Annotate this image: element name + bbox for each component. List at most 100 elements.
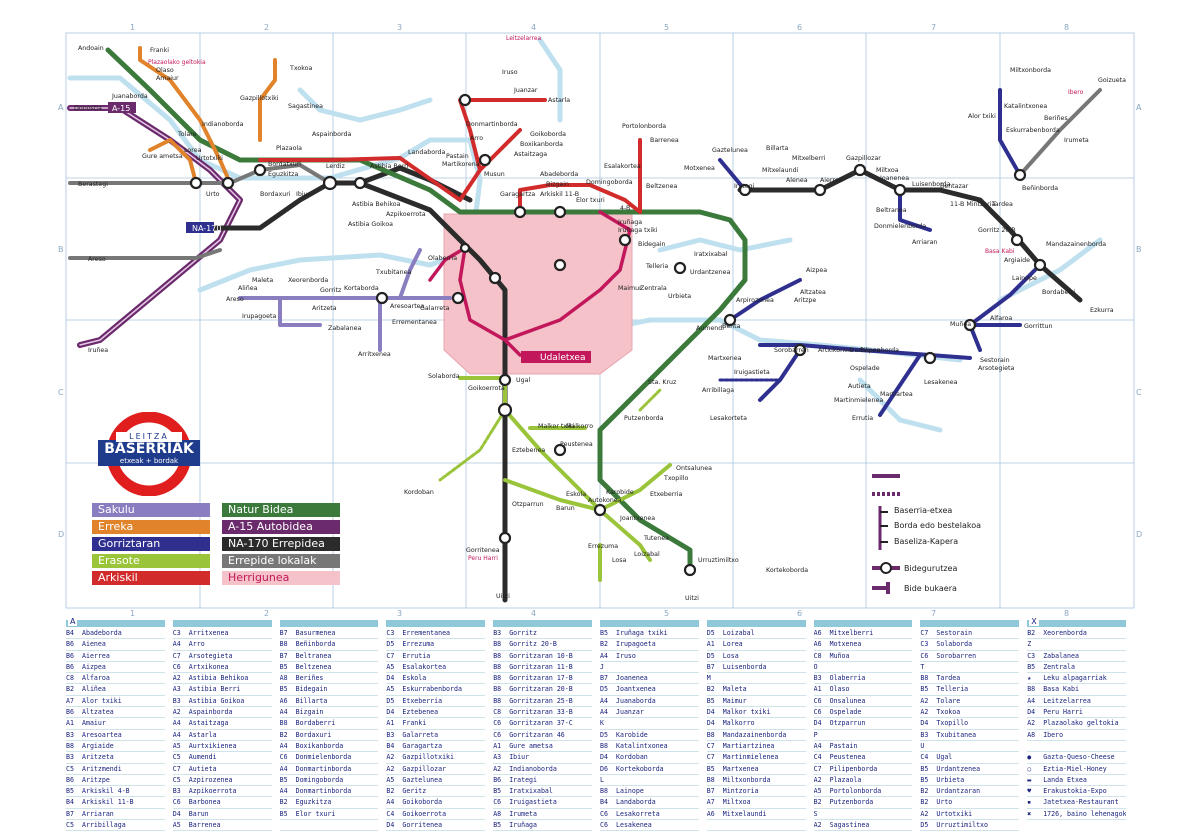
place-name: Onsalunea: [829, 696, 866, 705]
place-name: Gorritzaran 17-B: [509, 674, 573, 683]
svg-text:Martikorena: Martikorena: [442, 161, 480, 168]
svg-text:5: 5: [664, 609, 669, 618]
svg-text:Malkorro: Malkorro: [566, 423, 593, 430]
grid-code: B8: [706, 775, 715, 784]
svg-text:Donmartinborda: Donmartinborda: [466, 121, 518, 128]
svg-text:B: B: [1136, 245, 1142, 254]
svg-text:C: C: [1136, 388, 1142, 397]
grid-code: A2: [920, 708, 929, 717]
place-name: Esalakortea: [402, 662, 447, 671]
svg-text:Areso: Areso: [88, 256, 106, 263]
grid-code: B4: [66, 798, 74, 807]
place-name: Arkiskil 11-B: [82, 798, 134, 807]
grid-code: A1: [66, 719, 74, 728]
legend-natur-bidea: Natur Bidea: [222, 503, 340, 517]
place-name: Gazpillotxiki: [402, 753, 454, 762]
svg-text:Ospelade: Ospelade: [850, 365, 880, 372]
grid-code: C5: [172, 753, 181, 762]
grid-code: A2: [813, 775, 822, 784]
place-name: Miltxonborda: [722, 775, 771, 784]
grid-code: B4: [386, 741, 395, 750]
grid-code: B8: [600, 787, 608, 796]
grid-code: B2: [920, 798, 929, 807]
grid-code: C6: [172, 798, 181, 807]
grid-labels: 1 2 3 4 5 6 7 8 1 2 3 4 5 6 7 8 A B C D …: [58, 23, 1142, 618]
svg-text:Irumeta: Irumeta: [1064, 137, 1089, 144]
line-erreka: [138, 46, 232, 185]
svg-text:Autokonea: Autokonea: [588, 497, 622, 504]
place-name: Beñinborda: [295, 640, 336, 649]
svg-text:Mitxelaundi: Mitxelaundi: [762, 167, 799, 174]
svg-text:Uitzi: Uitzi: [496, 593, 510, 600]
svg-text:Bordaxuri: Bordaxuri: [260, 191, 291, 198]
index-row: ✖1726, baino lehenagokoa: [1027, 809, 1126, 821]
grid-code: B6: [66, 651, 74, 660]
svg-text:Beñinborda: Beñinborda: [1022, 185, 1058, 192]
place-name: Amaiur: [82, 719, 106, 728]
place-name: Lesakenea: [616, 821, 652, 830]
svg-text:Barun: Barun: [556, 505, 575, 512]
place-name: Astibia Behikoa: [188, 674, 249, 683]
svg-text:Bidegain: Bidegain: [638, 241, 666, 248]
place-name: Errezuma: [402, 640, 435, 649]
grid-code: K: [600, 719, 604, 728]
place-name: Juanaborda: [616, 696, 656, 705]
svg-text:Peru Harri: Peru Harri: [468, 555, 498, 562]
svg-text:Ezkurra: Ezkurra: [1090, 307, 1114, 314]
place-name: Gorritenea: [402, 821, 443, 830]
svg-text:Barbonea: Barbonea: [850, 347, 880, 354]
grid-code: A4: [600, 708, 608, 717]
place-name: Errutia: [402, 651, 431, 660]
grid-code: A5: [386, 662, 395, 671]
svg-text:Gazpillozar: Gazpillozar: [846, 155, 881, 162]
place-name: Lorea: [722, 640, 743, 649]
svg-text:Bordaberri: Bordaberri: [1042, 289, 1075, 296]
grid-code: C4: [386, 809, 395, 818]
grid-code: B6: [493, 775, 502, 784]
logo-sub-text: etxeak + bordak: [119, 457, 179, 465]
grid-code: A4: [279, 741, 288, 750]
grid-code: C7: [706, 753, 715, 762]
place-name: Gorritz: [509, 629, 537, 637]
svg-text:Galarreta: Galarreta: [420, 305, 450, 312]
grid-code: B4: [66, 629, 74, 637]
place-name: Erakustokia-Expo: [1043, 787, 1107, 796]
grid-code: J: [600, 662, 604, 671]
svg-text:Aritzeta: Aritzeta: [312, 305, 337, 312]
grid-code: O: [813, 662, 818, 671]
svg-text:Goikoerrota: Goikoerrota: [468, 385, 505, 392]
index-row: B4 Arkiskil 11-B: [66, 797, 165, 809]
udaletxea-badge[interactable]: [521, 351, 591, 363]
grid-code: B8: [493, 662, 502, 671]
legend-sakulu: Sakulu: [92, 503, 210, 517]
svg-text:Gaztelunea: Gaztelunea: [712, 147, 748, 154]
svg-text:Alfaroa: Alfaroa: [990, 315, 1012, 322]
place-name: Barrenea: [188, 821, 221, 830]
svg-text:Putzenborda: Putzenborda: [624, 415, 664, 422]
grid-code: D4: [1027, 708, 1036, 717]
